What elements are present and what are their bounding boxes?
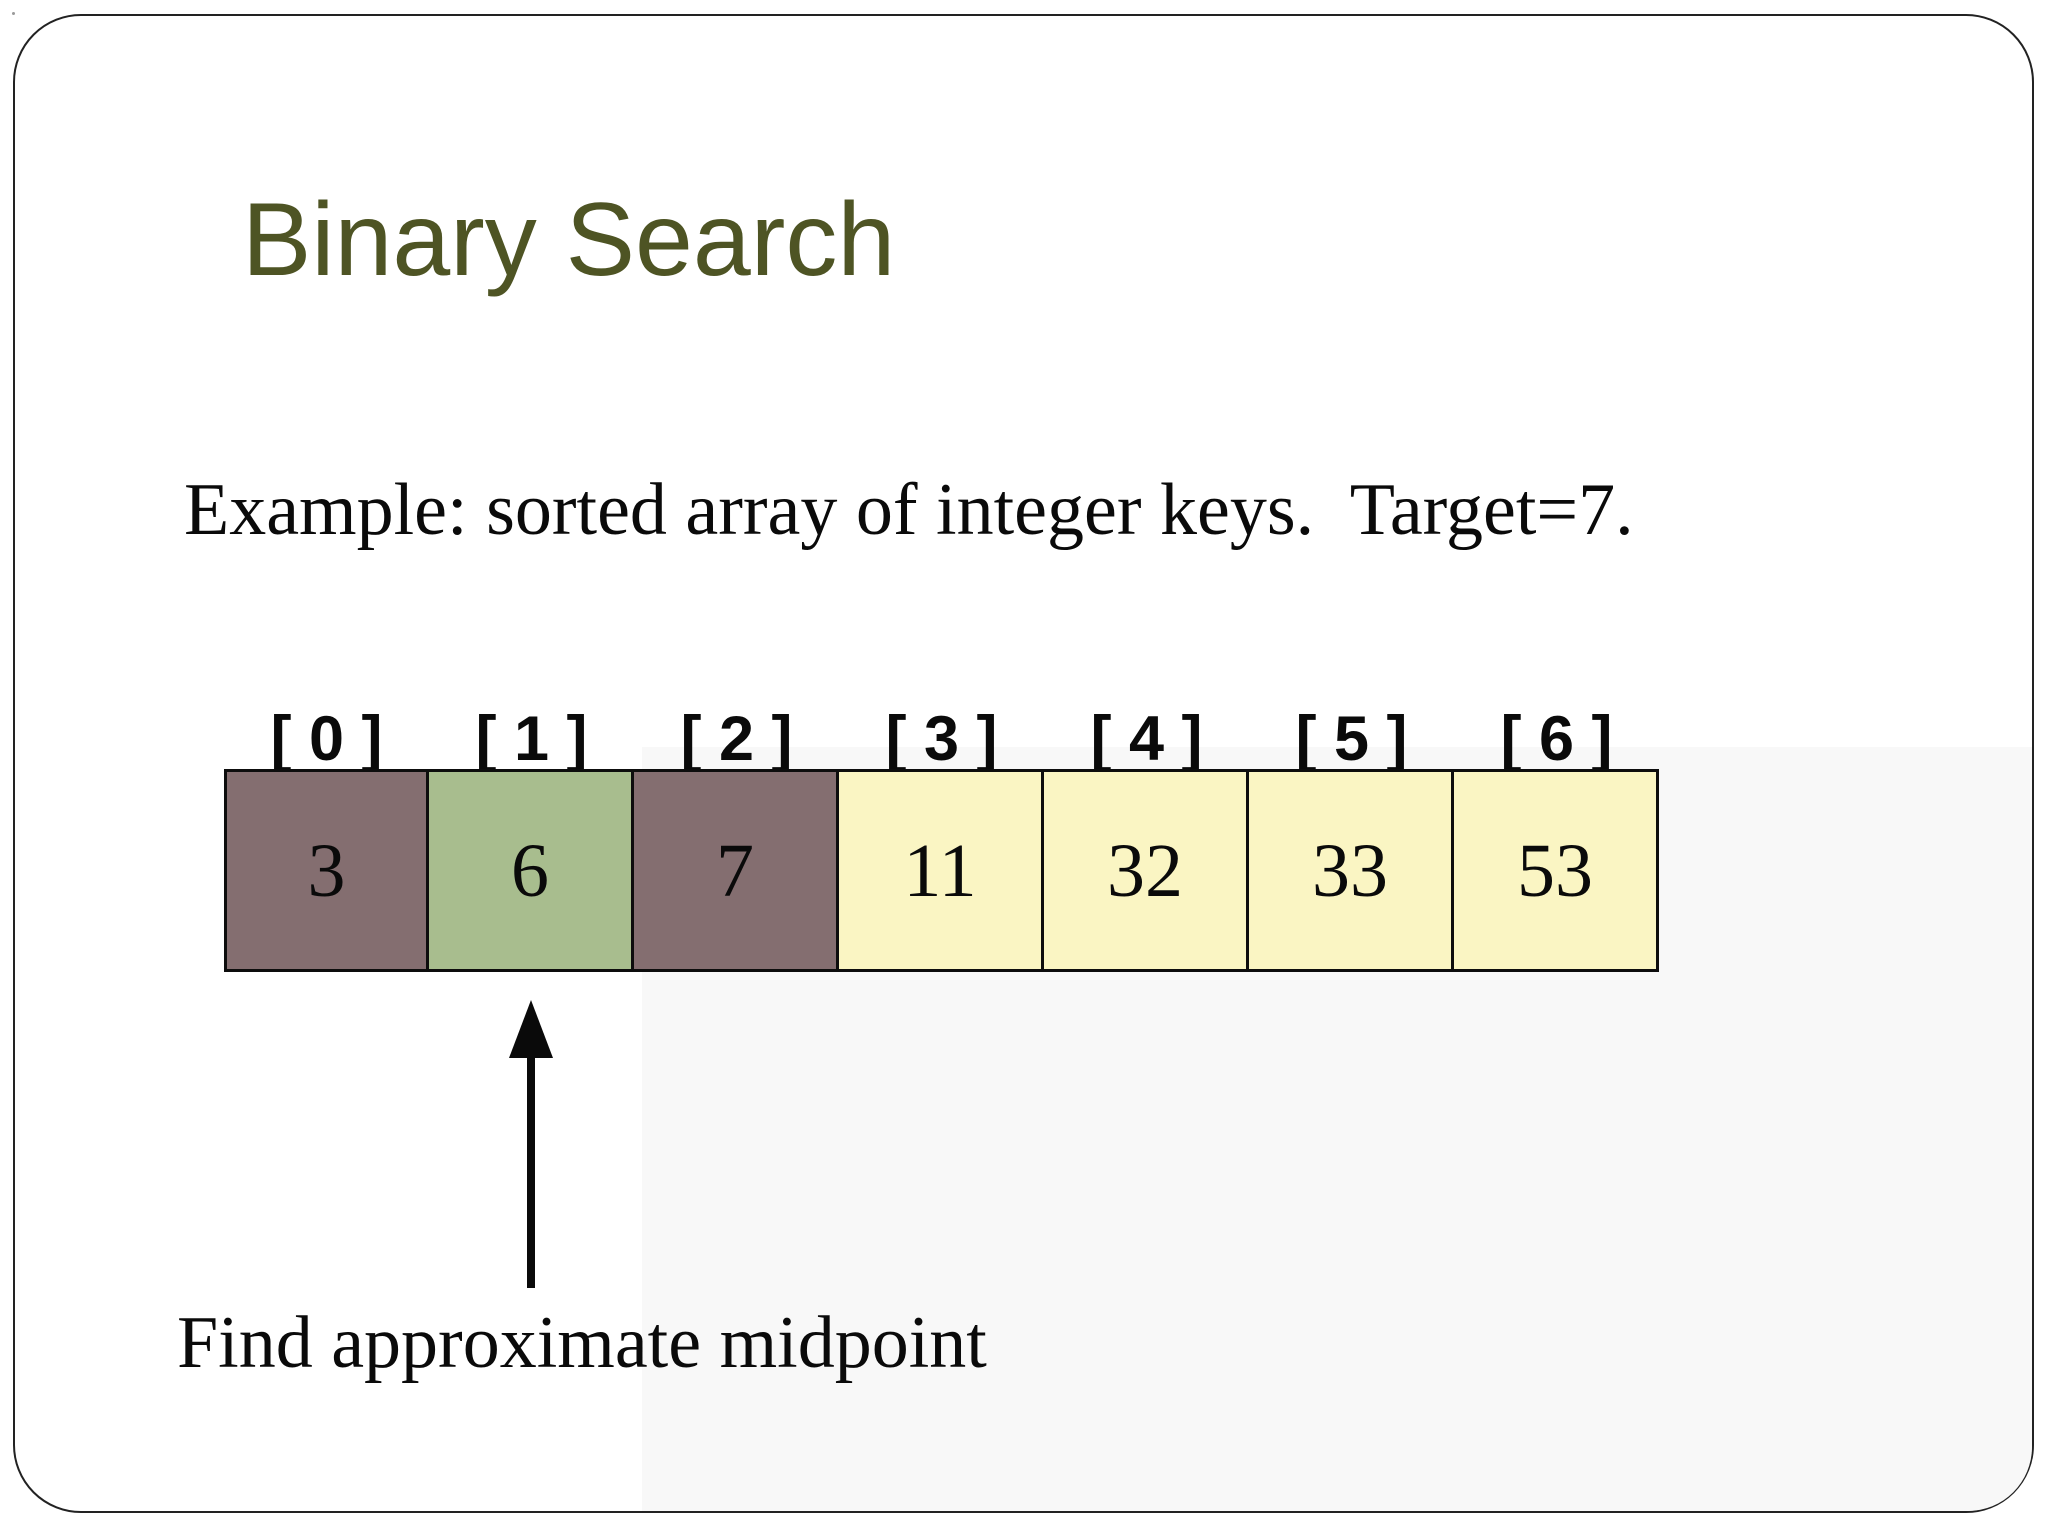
array-index-label: [ 4 ] [1090, 704, 1203, 774]
array-index-row: [ 0 ][ 1 ][ 2 ][ 3 ][ 4 ][ 5 ][ 6 ] [224, 708, 1659, 771]
example-statement: Example: sorted array of integer keys. T… [184, 469, 1634, 551]
array-index-label: [ 5 ] [1295, 704, 1408, 774]
array-index-label: [ 6 ] [1500, 704, 1613, 774]
array-cell-value: 3 [307, 828, 346, 913]
array-index-label: [ 2 ] [680, 704, 793, 774]
array-cell-value: 53 [1517, 828, 1593, 913]
midpoint-arrow-icon [509, 1000, 553, 1288]
array-cell: 32 [1044, 769, 1249, 972]
array-cell: 11 [839, 769, 1044, 972]
slide-title: Binary Search [242, 182, 896, 298]
slide-frame: Binary Search Example: sorted array of i… [13, 14, 2034, 1513]
array-index-label: [ 0 ] [270, 704, 383, 774]
array-cell: 7 [634, 769, 839, 972]
array-index-label: [ 3 ] [885, 704, 998, 774]
array-cell-value: 7 [716, 828, 754, 913]
corner-artifact-dot [12, 12, 15, 15]
array-cell-value: 33 [1312, 828, 1388, 913]
array-cell-value: 6 [511, 828, 549, 913]
array-cell: 53 [1454, 769, 1659, 972]
midpoint-caption: Find approximate midpoint [177, 1302, 987, 1384]
array-cell: 6 [429, 769, 634, 972]
array-cell-value: 11 [903, 828, 977, 913]
array-cell-value: 32 [1107, 828, 1183, 913]
array-cell: 33 [1249, 769, 1454, 972]
array-diagram: 3 6 7 11 32 33 53 [224, 769, 1659, 972]
array-index-label: [ 1 ] [475, 704, 588, 774]
array-cell: 3 [224, 769, 429, 972]
